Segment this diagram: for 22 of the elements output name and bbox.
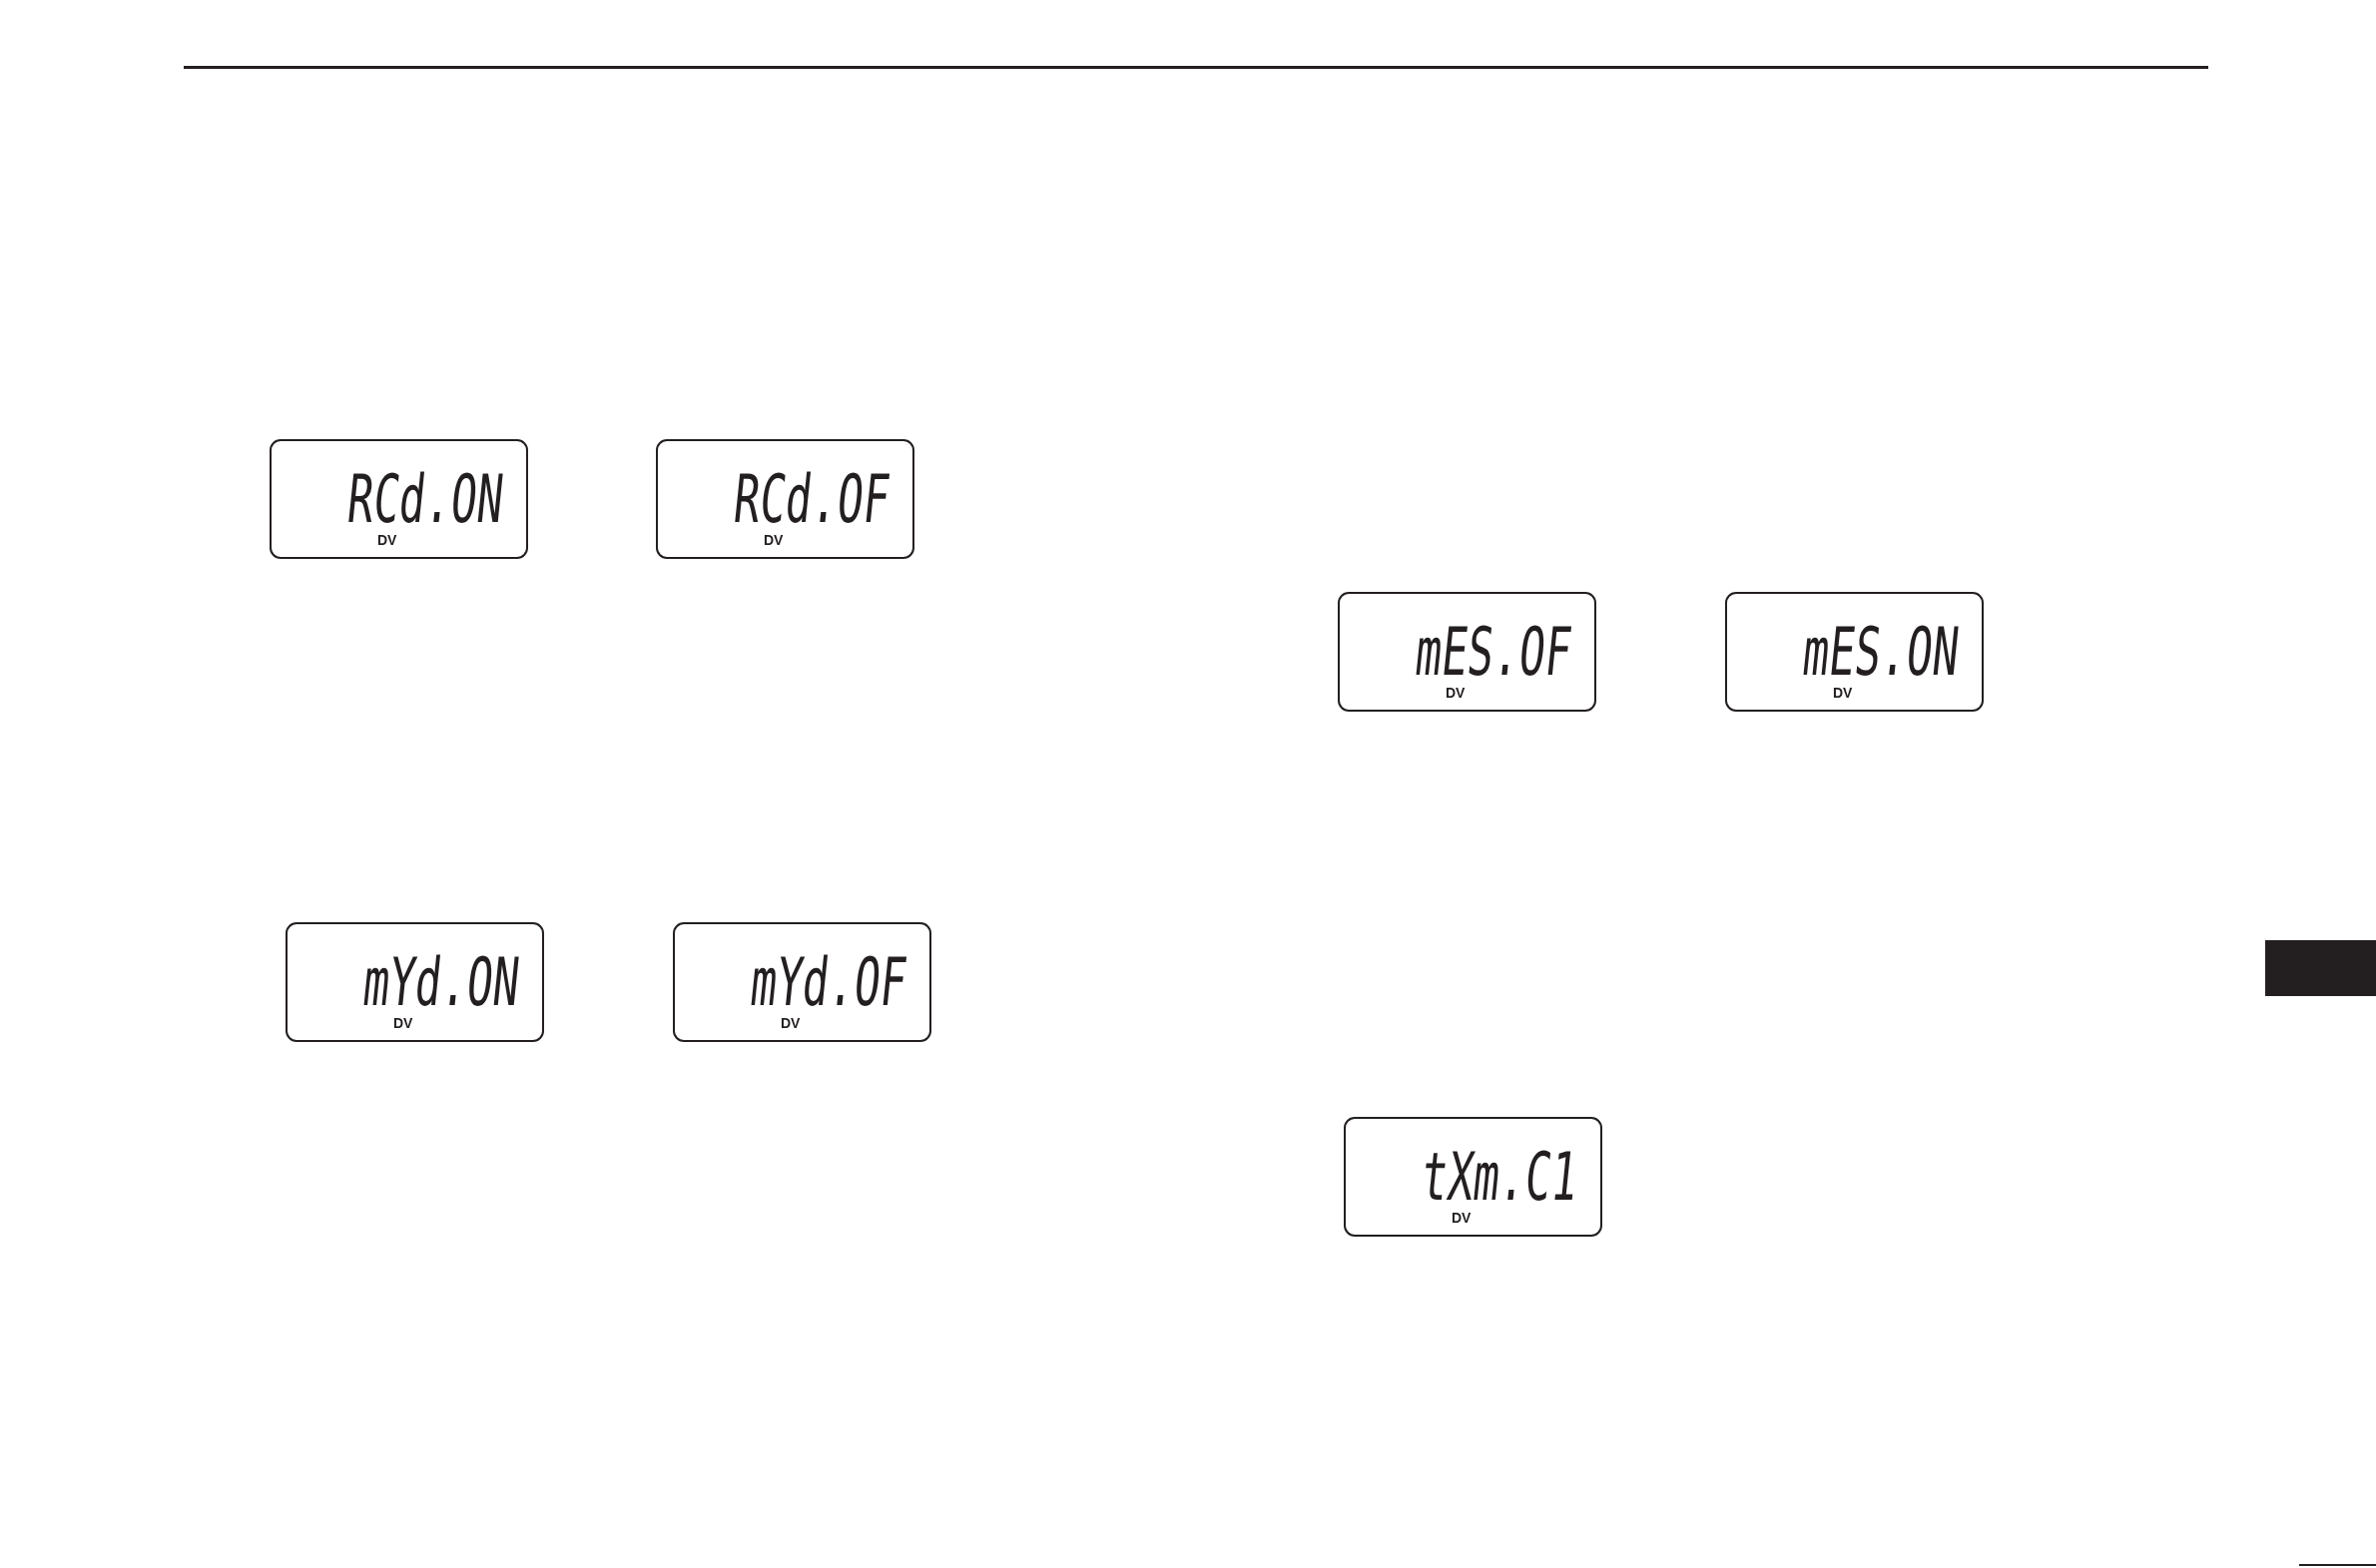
display-readout: RCd.ON xyxy=(344,466,507,533)
mode-label: DV xyxy=(764,533,784,547)
lcd-display xyxy=(1338,592,1596,712)
display-readout: mES.OF xyxy=(1413,619,1575,686)
lcd-display xyxy=(1344,1117,1602,1237)
section-tab xyxy=(2265,940,2376,996)
mode-label: DV xyxy=(781,1016,801,1030)
display-readout: mES.ON xyxy=(1800,619,1963,686)
lcd-display xyxy=(673,922,931,1042)
lcd-display xyxy=(286,922,544,1042)
mode-label: DV xyxy=(1833,686,1853,700)
mode-label: DV xyxy=(1446,686,1466,700)
display-readout: RCd.OF xyxy=(731,466,893,533)
lcd-display xyxy=(656,439,914,559)
mode-label: DV xyxy=(1452,1211,1472,1225)
lcd-display xyxy=(1725,592,1984,712)
mode-label: DV xyxy=(377,533,397,547)
display-readout: mYd.ON xyxy=(360,949,523,1016)
display-readout: mYd.OF xyxy=(748,949,910,1016)
display-readout: tXm.C1 xyxy=(1419,1144,1581,1211)
lcd-display xyxy=(270,439,528,559)
mode-label: DV xyxy=(393,1016,413,1030)
